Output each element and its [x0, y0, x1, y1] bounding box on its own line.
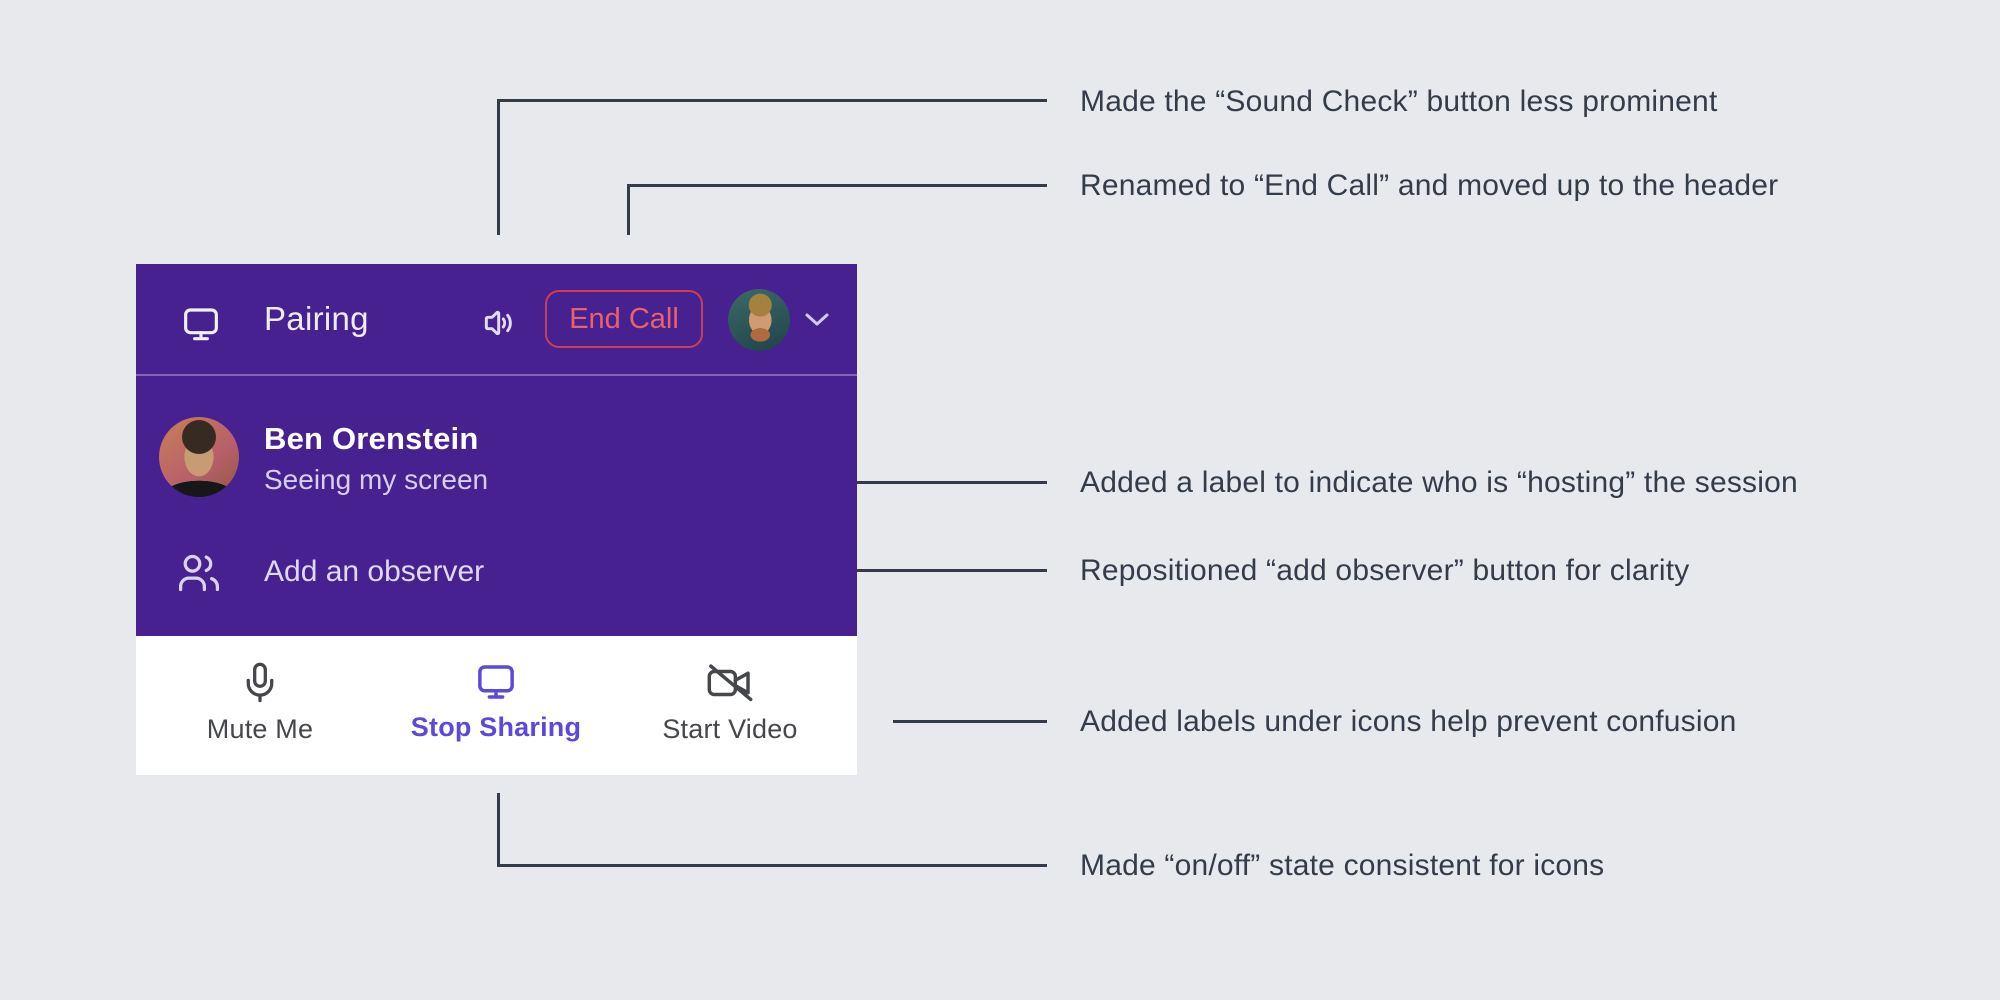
- end-call-button[interactable]: End Call: [545, 290, 703, 348]
- start-video-label: Start Video: [662, 714, 798, 744]
- stop-sharing-label: Stop Sharing: [410, 712, 582, 742]
- video-off-icon: [705, 660, 755, 706]
- panel-header: Pairing End Call: [136, 264, 857, 376]
- screen-share-icon: [181, 304, 221, 344]
- mute-me-button[interactable]: Mute Me: [144, 636, 376, 775]
- connector-end-call-v: [627, 184, 630, 235]
- panel-footer: Mute Me Stop Sharing: [136, 636, 857, 775]
- connector-onoff-v: [497, 793, 500, 866]
- pairing-panel: Pairing End Call Ben Orenstein Seeing my…: [136, 264, 857, 775]
- annotation-add-observer: Repositioned “add observer” button for c…: [1080, 554, 1690, 587]
- annotation-icon-labels: Added labels under icons help prevent co…: [1080, 705, 1737, 738]
- panel-title: Pairing: [264, 300, 369, 337]
- connector-host-dark: [857, 481, 1047, 484]
- connector-labels-h: [893, 720, 1047, 723]
- stop-sharing-button[interactable]: Stop Sharing: [380, 636, 612, 775]
- mute-me-label: Mute Me: [206, 714, 314, 744]
- add-observer-button[interactable]: Add an observer: [136, 536, 656, 612]
- microphone-icon: [238, 660, 282, 706]
- annotation-onoff-state: Made “on/off” state consistent for icons: [1080, 849, 1605, 882]
- connector-onoff-h: [497, 864, 1047, 867]
- connector-end-call-h: [627, 184, 1047, 187]
- volume-icon[interactable]: [480, 306, 518, 340]
- add-observer-label: Add an observer: [264, 555, 485, 588]
- connector-observer-dark: [857, 569, 1047, 572]
- annotation-sound-check: Made the “Sound Check” button less promi…: [1080, 85, 1718, 118]
- chevron-down-icon[interactable]: [804, 312, 830, 328]
- start-video-button[interactable]: Start Video: [614, 636, 846, 775]
- monitor-icon: [474, 660, 518, 704]
- connector-sound-check-v: [497, 99, 500, 235]
- host-avatar: [159, 417, 239, 497]
- annotation-end-call: Renamed to “End Call” and moved up to th…: [1080, 169, 1779, 202]
- user-avatar[interactable]: [728, 289, 790, 351]
- connector-sound-check-h: [497, 99, 1047, 102]
- annotation-hosting-label: Added a label to indicate who is “hostin…: [1080, 466, 1798, 499]
- host-status: Seeing my screen: [264, 464, 489, 495]
- host-name: Ben Orenstein: [264, 421, 479, 456]
- panel-body: Ben Orenstein Seeing my screen Add an ob…: [136, 376, 857, 636]
- users-icon: [176, 550, 222, 596]
